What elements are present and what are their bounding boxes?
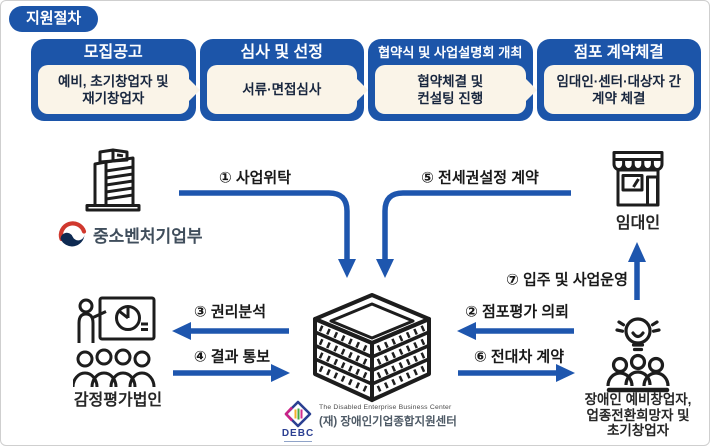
arrowhead-1 [338, 259, 356, 278]
entrepreneurs-label-line: 초기창업자 [606, 423, 670, 438]
debc-abbr: DEBC [281, 428, 315, 439]
ministry-label: 중소벤처기업부 [93, 226, 203, 246]
storefront-icon [612, 151, 664, 207]
step-box-recruitment: 모집공고 예비, 초기창업자 및 재기창업자 [31, 39, 196, 121]
arrow-5-jeonse-right-contract [382, 190, 571, 260]
step-body-line: 컨설팅 진행 [417, 90, 484, 106]
flow-label-2: ② 점포평가 의뢰 [465, 303, 569, 321]
office-building-icon [85, 148, 141, 212]
korea-government-emblem-icon [58, 221, 87, 247]
entrepreneurs-label-line: 장애인 예비창업자, [584, 392, 692, 407]
step-body: 임대인·센터·대상자 간 계약 체결 [543, 65, 694, 114]
flow-label-5: ⑤ 전세권설정 계약 [421, 169, 539, 187]
step-body-line: 계약 체결 [592, 90, 646, 106]
procedure-steps-row: 모집공고 예비, 초기창업자 및 재기창업자 심사 및 선정 서류·면접심사 협… [31, 39, 701, 121]
step-body: 서류·면접심사 [206, 65, 357, 114]
arrowhead-5 [376, 259, 394, 278]
step-header: 협약식 및 사업설명회 개최 [378, 45, 523, 60]
flow-label-4: ④ 결과 통보 [193, 348, 271, 366]
step-body-line: 재기창업자 [82, 90, 145, 106]
entrepreneurs-label: 장애인 예비창업자, 업종전환희망자 및 초기창업자 [585, 392, 692, 439]
flow-label-7: ⑦ 입주 및 사업운영 [506, 271, 628, 289]
step-body-line: 서류·면접심사 [242, 82, 322, 97]
appraisal-label: 감정평가법인 [73, 392, 163, 409]
lightbulb-team-icon [606, 317, 670, 393]
debc-name-ko: (재) 장애인기업종합지원센터 [319, 416, 457, 428]
landlord-label: 임대인 [615, 215, 661, 232]
debc-diamond-logo-icon [284, 400, 312, 428]
step-box-screening: 심사 및 선정 서류·면접심사 [199, 39, 364, 121]
ministry-logo-row: 중소벤처기업부 [57, 219, 202, 249]
step-body-line: 예비, 초기창업자 및 [57, 73, 169, 89]
step-header: 점포 계약체결 [573, 44, 664, 61]
arrowhead-4 [271, 364, 290, 382]
section-badge: 지원절차 [9, 6, 99, 32]
step-body-line: 협약체결 및 [417, 73, 484, 89]
arrowhead-6 [556, 364, 575, 382]
step-header: 심사 및 선정 [240, 44, 324, 61]
step-body: 예비, 초기창업자 및 재기창업자 [38, 65, 189, 114]
step-body-line: 임대인·센터·대상자 간 [556, 73, 682, 89]
arrowhead-3 [172, 322, 191, 340]
step-box-store-contract: 점포 계약체결 임대인·센터·대상자 간 계약 체결 [536, 39, 701, 121]
step-header: 모집공고 [83, 44, 143, 61]
step-body: 협약체결 및 컨설팅 진행 [375, 65, 526, 114]
flow-label-1: ① 사업위탁 [218, 169, 292, 187]
arrowhead-7 [628, 242, 646, 262]
flow-label-6: ⑥ 전대차 계약 [473, 348, 565, 366]
debc-tiny-text-line [284, 441, 312, 442]
arrow-1-business-consignment [179, 190, 350, 260]
debc-logo-block: DEBC The Disabled Enterprise Business Ce… [281, 400, 457, 442]
entrepreneurs-label-line: 업종전환희망자 및 [586, 407, 690, 423]
flow-label-3: ③ 권리분석 [193, 303, 267, 321]
arrowhead-2 [457, 322, 476, 340]
presentation-audience-icon [73, 296, 156, 388]
isometric-building-icon [313, 293, 431, 402]
debc-name-en: The Disabled Enterprise Business Center [319, 404, 452, 411]
step-box-agreement: 협약식 및 사업설명회 개최 협약체결 및 컨설팅 진행 [368, 39, 533, 121]
